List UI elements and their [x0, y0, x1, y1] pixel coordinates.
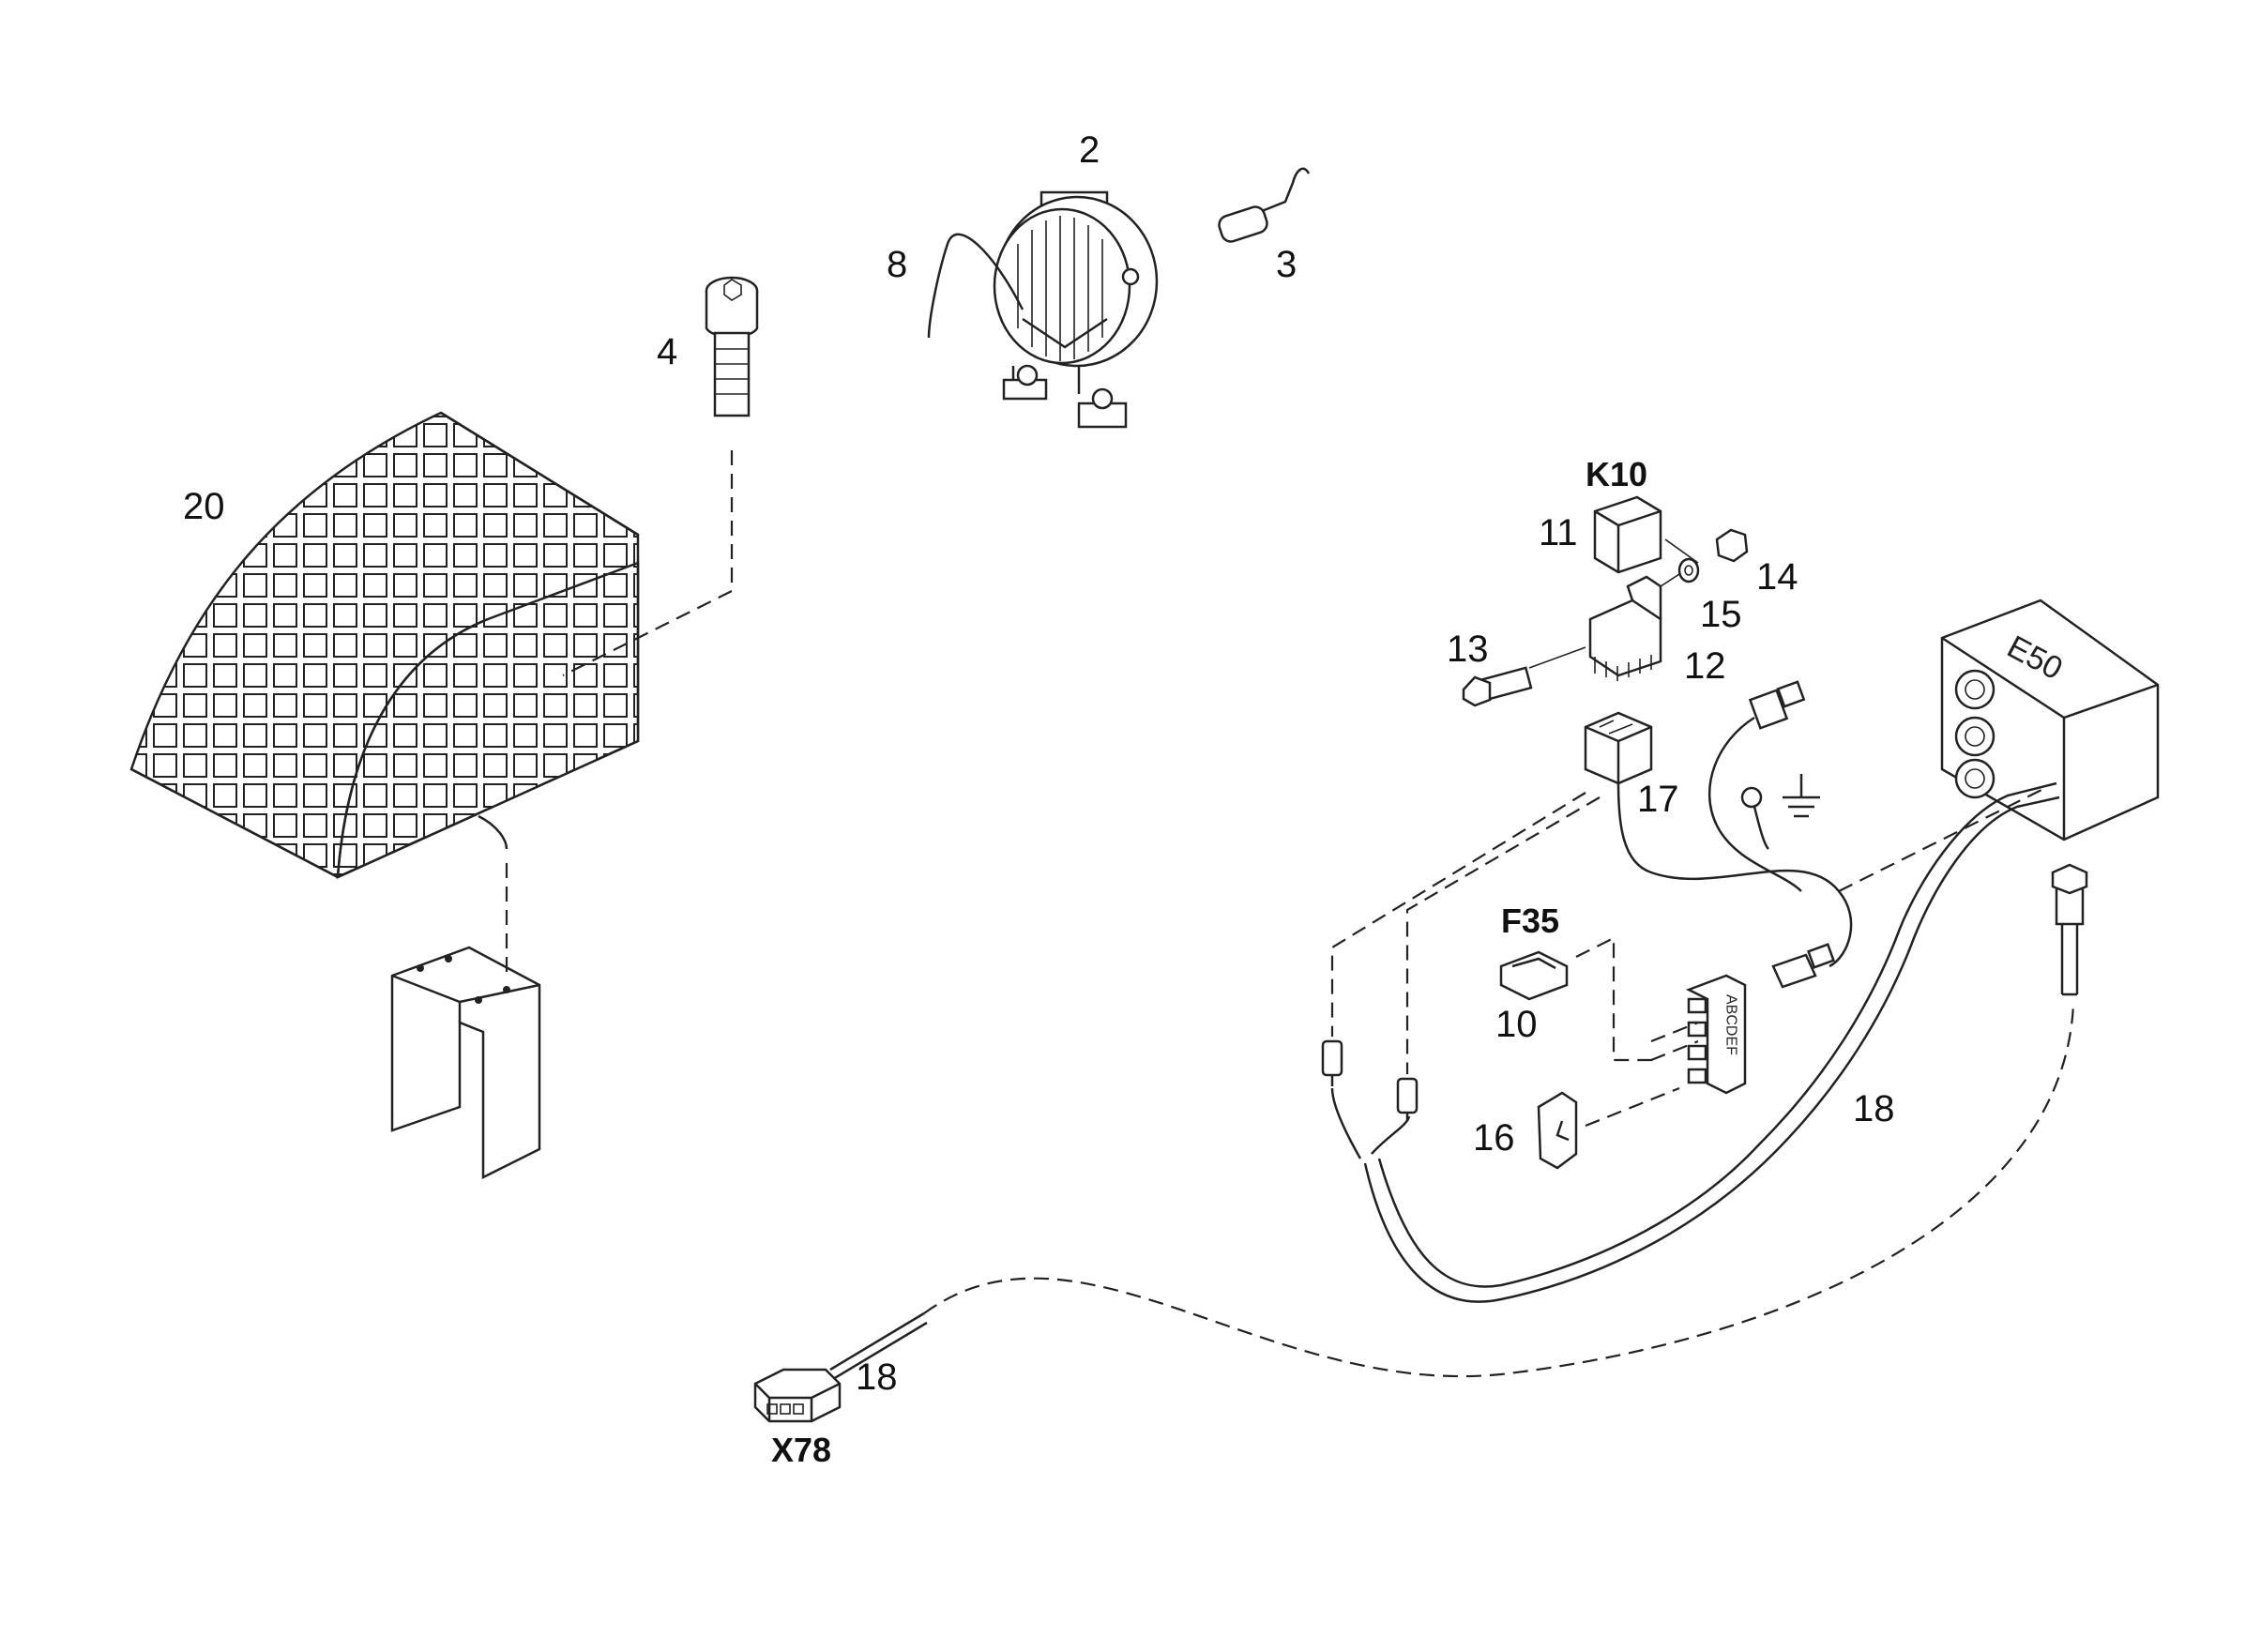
callout-10: 10	[1495, 1004, 1538, 1045]
relay-k10	[1593, 495, 1699, 574]
callout-13: 13	[1447, 629, 1489, 670]
callout-20: 20	[183, 486, 225, 527]
nut-and-washer	[1660, 528, 1749, 587]
connector-housing	[1584, 711, 1853, 968]
connector-x78	[753, 1311, 928, 1423]
fuse-f35	[1499, 936, 1656, 1062]
lamp-bulb	[1218, 167, 1311, 243]
callout-16: 16	[1473, 1117, 1515, 1159]
callout-8: 8	[887, 244, 908, 285]
main-harness	[1330, 781, 2060, 1303]
fuse-strip-letters: ABCDEF	[1723, 994, 1739, 1055]
fuse-clip	[1537, 1086, 1680, 1170]
callout-14: 14	[1756, 556, 1798, 598]
callout-18-harness: 18	[1853, 1088, 1895, 1129]
callout-f35: F35	[1501, 902, 1560, 940]
bolt	[1462, 646, 1586, 707]
callout-3: 3	[1276, 244, 1297, 285]
callout-17: 17	[1637, 779, 1679, 820]
work-lamp	[927, 190, 1159, 429]
callout-x78: X78	[771, 1431, 832, 1469]
callout-k10: K10	[1586, 455, 1648, 493]
callout-4: 4	[657, 331, 678, 372]
callout-15: 15	[1700, 594, 1742, 635]
grille-guard	[129, 411, 640, 880]
relay-socket	[1588, 575, 1662, 681]
callout-18-connector: 18	[856, 1356, 898, 1398]
callout-12: 12	[1684, 645, 1726, 687]
cap-screw	[705, 276, 759, 417]
fuse-strip: ABCDEF	[1685, 974, 1747, 1095]
temperature-sensor	[2051, 863, 2088, 996]
junction-box-e50: E50	[1940, 599, 2160, 841]
callout-2: 2	[1079, 129, 1100, 171]
spade-terminals	[1321, 1039, 1419, 1121]
callout-11: 11	[1539, 512, 1578, 553]
mounting-bracket	[390, 946, 541, 1180]
plug-and-ground-lead	[1708, 680, 1836, 989]
